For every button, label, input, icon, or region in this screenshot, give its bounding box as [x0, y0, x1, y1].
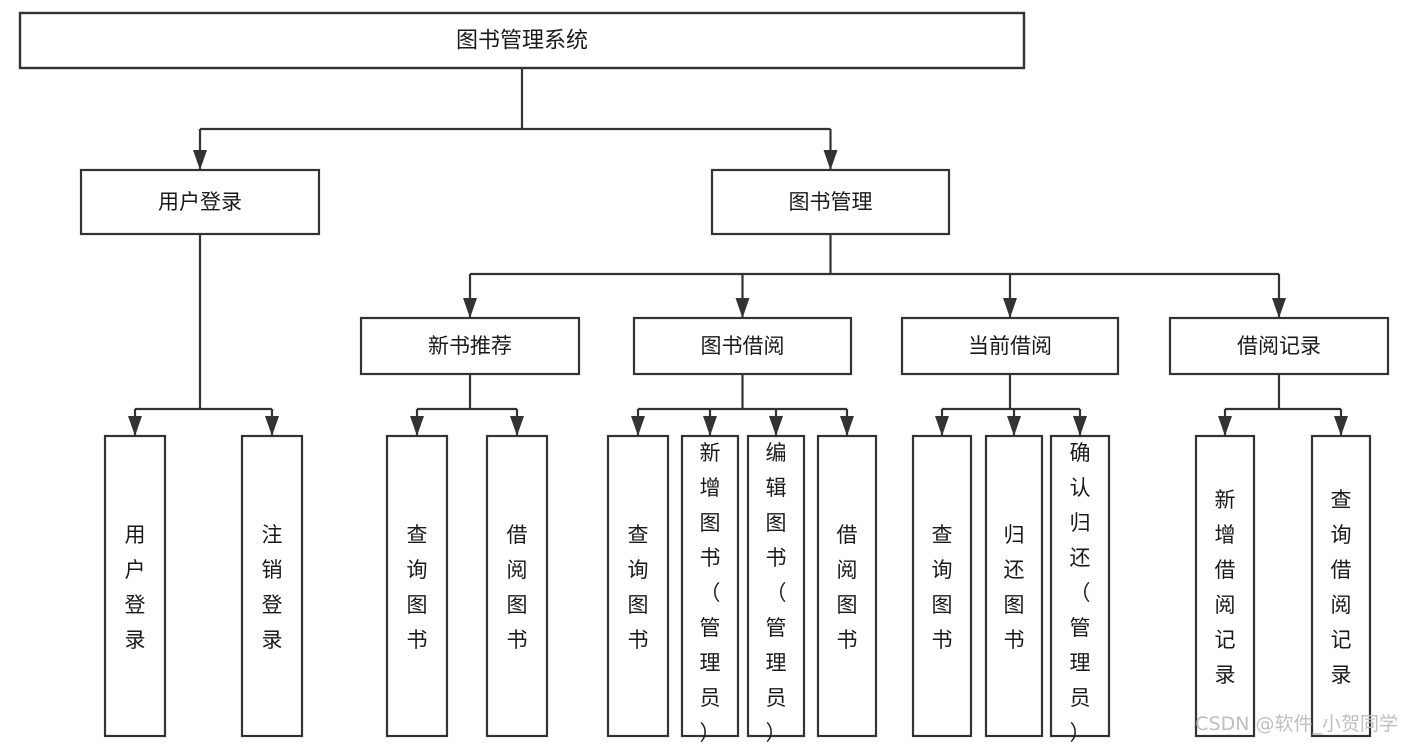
node-leaf-edit-book[interactable]: 编辑图书（管理员） — [746, 434, 806, 745]
leaf-label-leaf-query-book-1: 查询图书 — [407, 523, 428, 652]
node-box-borrow-record — [1168, 316, 1390, 376]
node-label-book-manage: 图书管理 — [789, 190, 873, 214]
node-box-leaf-query-book-1 — [385, 434, 449, 738]
leaf-label-leaf-query-book-2: 查询图书 — [628, 523, 649, 652]
node-label-borrow-record: 借阅记录 — [1237, 334, 1321, 358]
node-box-leaf-return-book — [984, 434, 1044, 738]
node-box-leaf-user-login — [103, 434, 167, 738]
arrow-head-icon — [935, 416, 949, 436]
node-leaf-add-record[interactable]: 新增借阅记录 — [1194, 434, 1256, 738]
leaf-label-leaf-query-record: 查询借阅记录 — [1331, 488, 1352, 687]
node-label-new-book-recommend: 新书推荐 — [428, 334, 512, 358]
node-label-user-login: 用户登录 — [158, 190, 242, 214]
node-leaf-borrow-book-1[interactable]: 借阅图书 — [485, 434, 549, 738]
node-box-leaf-add-book — [680, 434, 740, 738]
node-box-leaf-query-book-3 — [911, 434, 973, 738]
node-box-book-borrow — [632, 316, 853, 376]
node-leaf-add-book[interactable]: 新增图书（管理员） — [680, 434, 740, 745]
leaf-label-leaf-add-record: 新增借阅记录 — [1215, 488, 1236, 687]
node-leaf-query-record[interactable]: 查询借阅记录 — [1310, 434, 1372, 738]
arrow-head-icon — [510, 416, 524, 436]
arrow-head-icon — [823, 150, 838, 170]
arrow-head-icon — [769, 416, 783, 436]
node-box-leaf-query-book-2 — [606, 434, 670, 738]
arrow-head-icon — [1073, 416, 1087, 436]
node-current-borrow[interactable]: 当前借阅 — [900, 316, 1120, 376]
edge-group-borrow-record — [1218, 374, 1348, 436]
node-book-manage[interactable]: 图书管理 — [710, 168, 951, 236]
edge-group-new-book-recommend — [410, 374, 524, 436]
node-box-root — [18, 11, 1026, 70]
arrow-head-icon — [1334, 416, 1348, 436]
node-user-login[interactable]: 用户登录 — [79, 168, 321, 236]
arrow-head-icon — [1003, 298, 1017, 318]
node-borrow-record[interactable]: 借阅记录 — [1168, 316, 1390, 376]
leaf-label-leaf-user-login: 用户登录 — [125, 523, 146, 652]
node-label-current-borrow: 当前借阅 — [968, 334, 1052, 358]
node-box-leaf-logout — [240, 434, 304, 738]
edge-group-book-borrow — [631, 374, 854, 436]
leaf-label-leaf-borrow-book-1: 借阅图书 — [507, 523, 528, 652]
arrow-head-icon — [1007, 416, 1021, 436]
connectors-layer — [128, 68, 1348, 436]
node-leaf-user-login[interactable]: 用户登录 — [103, 434, 167, 738]
leaf-label-leaf-add-book: 新增图书（管理员） — [700, 441, 721, 745]
node-box-book-manage — [710, 168, 951, 236]
node-leaf-confirm-return[interactable]: 确认归还（管理员） — [1049, 434, 1111, 745]
node-label-root: 图书管理系统 — [456, 29, 588, 54]
leaf-label-leaf-borrow-book-2: 借阅图书 — [837, 523, 858, 652]
node-box-user-login — [79, 168, 321, 236]
leaf-label-leaf-edit-book: 编辑图书（管理员） — [766, 441, 787, 745]
node-box-leaf-confirm-return — [1049, 434, 1111, 738]
node-leaf-borrow-book-2[interactable]: 借阅图书 — [816, 434, 878, 738]
node-box-leaf-query-record — [1310, 434, 1372, 738]
arrow-head-icon — [703, 416, 717, 436]
node-leaf-logout[interactable]: 注销登录 — [240, 434, 304, 738]
node-box-current-borrow — [900, 316, 1120, 376]
edge-group-root — [193, 68, 838, 170]
arrow-head-icon — [631, 416, 645, 436]
csdn-watermark: CSDN @软件_小贺同学 — [1195, 713, 1398, 735]
node-leaf-return-book[interactable]: 归还图书 — [984, 434, 1044, 738]
arrow-head-icon — [128, 416, 142, 436]
node-box-leaf-add-record — [1194, 434, 1256, 738]
leaf-label-leaf-query-book-3: 查询图书 — [932, 523, 953, 652]
nodes-layer: 图书管理系统用户登录图书管理新书推荐图书借阅当前借阅借阅记录用户登录注销登录查询… — [18, 11, 1390, 745]
node-label-book-borrow: 图书借阅 — [701, 334, 785, 358]
edge-group-book-manage — [463, 234, 1286, 318]
node-leaf-query-book-2[interactable]: 查询图书 — [606, 434, 670, 738]
arrow-head-icon — [265, 416, 279, 436]
leaf-label-leaf-logout: 注销登录 — [262, 523, 283, 652]
arrow-head-icon — [1218, 416, 1232, 436]
edge-group-current-borrow — [935, 374, 1087, 436]
node-root[interactable]: 图书管理系统 — [18, 11, 1026, 70]
arrow-head-icon — [410, 416, 424, 436]
node-box-leaf-borrow-book-2 — [816, 434, 878, 738]
node-box-leaf-edit-book — [746, 434, 806, 738]
arrow-head-icon — [193, 150, 207, 170]
arrow-head-icon — [463, 298, 477, 318]
leaf-label-leaf-confirm-return: 确认归还（管理员） — [1070, 441, 1091, 745]
node-leaf-query-book-3[interactable]: 查询图书 — [911, 434, 973, 738]
node-box-leaf-borrow-book-1 — [485, 434, 549, 738]
node-book-borrow[interactable]: 图书借阅 — [632, 316, 853, 376]
node-box-new-book-recommend — [359, 316, 581, 376]
arrow-head-icon — [1272, 298, 1286, 318]
node-leaf-query-book-1[interactable]: 查询图书 — [385, 434, 449, 738]
arrow-head-icon — [735, 298, 750, 318]
node-new-book-recommend[interactable]: 新书推荐 — [359, 316, 581, 376]
leaf-label-leaf-return-book: 归还图书 — [1004, 523, 1025, 652]
arrow-head-icon — [840, 416, 854, 436]
edge-group-user-login — [128, 234, 279, 436]
